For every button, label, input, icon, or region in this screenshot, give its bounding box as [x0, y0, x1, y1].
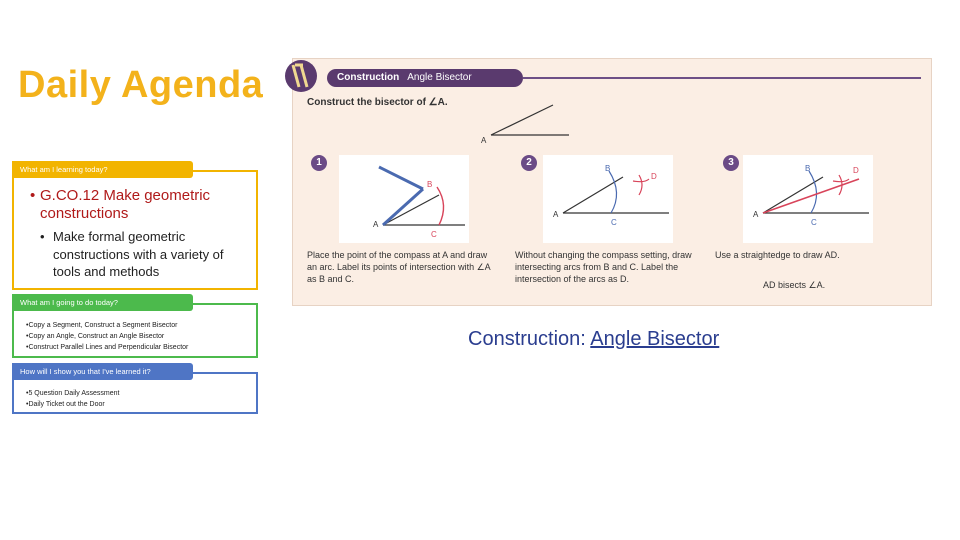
header-rule	[523, 77, 921, 79]
figure-header-subtitle: Angle Bisector	[407, 72, 472, 83]
list-item: •Copy an Angle, Construct an Angle Bisec…	[26, 333, 165, 340]
figure-prompt: Construct the bisector of ∠A.	[307, 97, 448, 108]
assessment-list: •5 Question Daily Assessment •Daily Tick…	[26, 388, 120, 410]
vertex-label: A	[553, 210, 559, 219]
caption-prefix: Construction:	[468, 328, 586, 350]
angle-diagram: A	[481, 104, 569, 145]
assessment-tab: How will I show you that I've learned it…	[12, 363, 193, 380]
figure-header: Construction Angle Bisector	[327, 69, 523, 87]
list-item: •Copy a Segment, Construct a Segment Bis…	[26, 322, 178, 329]
doing-box: •Copy a Segment, Construct a Segment Bis…	[12, 303, 258, 358]
vertex-label: A	[373, 220, 379, 229]
point-label: C	[811, 218, 817, 227]
step-panel-1: A B C	[339, 155, 469, 243]
standard-item: • G.CO.12 Make geometric constructions	[30, 187, 250, 223]
step-text-2: Without changing the compass setting, dr…	[515, 250, 692, 284]
list-item: •Construct Parallel Lines and Perpendicu…	[26, 344, 189, 351]
step-3-diagram: A B C D	[753, 164, 869, 227]
list-item: •Daily Ticket out the Door	[26, 401, 105, 408]
standard-text: G.CO.12 Make geometric constructions	[40, 187, 211, 222]
slide-caption: Construction: Angle Bisector	[468, 328, 719, 351]
step-text-1: Place the point of the compass at A and …	[307, 250, 491, 284]
point-label: C	[611, 218, 617, 227]
list-item: •5 Question Daily Assessment	[26, 390, 120, 397]
doing-tab: What am I going to do today?	[12, 294, 193, 311]
compass-icon	[285, 60, 317, 92]
step-number: 3	[723, 155, 739, 171]
step-number: 1	[311, 155, 327, 171]
sub-text: Make formal geometric constructions with…	[53, 229, 224, 279]
step-number: 2	[521, 155, 537, 171]
step-panel-3: A B C D	[743, 155, 873, 243]
point-label: B	[427, 180, 432, 189]
point-label: D	[651, 172, 657, 181]
construction-figure: Construction Angle Bisector Construct the…	[285, 58, 932, 306]
point-label: B	[805, 164, 810, 173]
standard-subitem: • Make formal geometric constructions wi…	[40, 228, 250, 281]
standard-bullet: •	[30, 187, 36, 204]
vertex-label: A	[481, 136, 487, 145]
step-text-3: Use a straightedge to draw AD.	[715, 250, 840, 260]
vertex-label: A	[753, 210, 759, 219]
learning-tab: What am I learning today?	[12, 161, 193, 178]
step-panel-2: A B C D	[543, 155, 673, 243]
figure-header-title: Construction	[337, 72, 400, 83]
step-note-3: AD bisects ∠A.	[763, 280, 826, 290]
point-label: C	[431, 230, 437, 239]
doing-list: •Copy a Segment, Construct a Segment Bis…	[26, 320, 188, 353]
step-2-diagram: A B C D	[553, 164, 669, 227]
sub-bullet: •	[40, 229, 45, 244]
learning-box: • G.CO.12 Make geometric constructions •…	[12, 170, 258, 290]
angle-bisector-link[interactable]: Angle Bisector	[590, 328, 720, 350]
page-title: Daily Agenda	[18, 64, 264, 106]
step-1-diagram: A B C	[373, 165, 465, 239]
point-label: D	[853, 166, 859, 175]
point-label: B	[605, 164, 610, 173]
